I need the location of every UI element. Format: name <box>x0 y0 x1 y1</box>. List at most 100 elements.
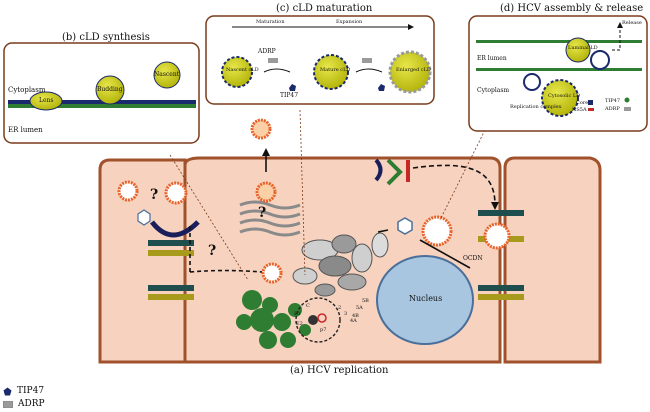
tip47-label: TIP47 <box>280 92 299 99</box>
replication-loop <box>295 297 341 343</box>
question-mark: ? <box>208 243 217 259</box>
protein-label: 5A <box>356 305 363 311</box>
expansion-label: Expansion <box>336 19 363 25</box>
panel-a-title: (a) HCV replication <box>290 365 389 376</box>
ocdn-label: OCDN <box>463 255 483 262</box>
protein-label: C <box>306 303 310 309</box>
panel-d-title: (d) HCV assembly & release <box>500 3 644 14</box>
luminal-ld-label: Luminal LD <box>568 45 598 51</box>
arrow-head-icon <box>262 148 270 156</box>
arrow-head-icon <box>617 22 623 28</box>
nascent-label: Nascent <box>154 71 180 78</box>
adrp-d-label: ADRP <box>605 106 620 112</box>
release-label: Release <box>622 20 642 26</box>
tight-junction <box>478 210 524 216</box>
panel-d-box <box>468 15 648 132</box>
legend-label: ADRP <box>18 399 45 409</box>
core-icon <box>588 100 593 105</box>
lens-label: Lens <box>39 97 54 104</box>
nucleus <box>376 255 474 345</box>
enlarged-cld-label: Enlarged cLD <box>396 67 431 73</box>
protein-label: 4A <box>350 318 357 324</box>
panel-connector <box>169 109 486 281</box>
virus-particles <box>117 118 511 284</box>
cytoplasm-d-label: Cytoplasm <box>477 87 510 94</box>
protein-label: E1 <box>294 311 301 317</box>
protein-label: 3 <box>344 311 348 317</box>
budding-droplet <box>95 75 125 105</box>
receptor-red <box>406 160 410 182</box>
release-arrow <box>612 26 621 51</box>
arrow-icon <box>355 68 383 73</box>
tip47-icon <box>624 97 630 103</box>
enlarged-cld <box>388 50 432 94</box>
er-stack <box>239 200 301 237</box>
pentagon-icon <box>3 387 12 395</box>
protein-label: 5B <box>362 298 369 304</box>
adrp-icon <box>362 58 372 63</box>
arrow-head-icon <box>491 202 499 210</box>
panel-b-title: (b) cLD synthesis <box>62 32 150 43</box>
tip47-d-label: TIP47 <box>605 98 621 104</box>
er-membrane <box>476 68 642 71</box>
mature-cld-label: Mature cLD <box>320 67 351 73</box>
pentagon-icon <box>378 84 385 91</box>
virion <box>523 73 541 91</box>
panel-c-title: (c) cLD maturation <box>276 3 373 14</box>
protein-label: E2 <box>296 321 303 327</box>
question-mark: ? <box>258 205 267 221</box>
viral-hexagon-icon <box>397 217 413 235</box>
nucleus-label: Nucleus <box>409 294 443 303</box>
protein-label: p7 <box>320 327 327 333</box>
membrane-line <box>8 104 196 108</box>
tight-junction <box>478 294 524 300</box>
core-label: Core <box>576 100 589 106</box>
virion <box>590 50 610 70</box>
cytoplasm-label: Cytoplasm <box>8 86 46 94</box>
nascent-droplet <box>153 61 181 89</box>
membranous-web <box>292 232 389 297</box>
viral-hexagon-icon <box>137 209 151 226</box>
er-membrane <box>476 40 642 43</box>
legend-tip47: TIP47 <box>3 386 44 396</box>
budding-label: Budding <box>97 86 123 93</box>
protein-label: 4B <box>352 313 359 319</box>
tight-junction <box>148 294 194 300</box>
cytosolic-ld <box>541 79 579 117</box>
nascent-cld <box>221 56 253 88</box>
right-cell <box>503 156 602 364</box>
rectangle-icon <box>3 400 13 408</box>
maturation-label: Maturation <box>256 19 285 25</box>
replication-complex-label: Replication complex <box>510 104 562 110</box>
pentagon-icon <box>289 84 296 91</box>
tight-junction <box>148 250 194 256</box>
arrow-icon <box>263 68 291 73</box>
adrp-icon <box>624 107 631 111</box>
receptor-blue <box>374 158 383 182</box>
er-cluster <box>236 290 311 349</box>
legend-label: TIP47 <box>17 386 45 396</box>
receptor-arc <box>150 220 200 238</box>
receptor-green <box>386 158 403 186</box>
replication-dot <box>317 313 327 323</box>
arrow-head-icon <box>408 24 414 30</box>
luminal-ld <box>565 37 591 63</box>
lens-droplet <box>29 91 63 111</box>
adrp-label: ADRP <box>258 48 276 55</box>
replication-dot <box>308 315 318 325</box>
legend-adrp: ADRP <box>3 399 45 409</box>
cytosolic-ld-label: Cytosolic LD <box>548 93 581 99</box>
mature-cld <box>313 54 349 90</box>
protein-label: 2 <box>338 305 342 311</box>
er-lumen-d-label: ER lumen <box>477 55 507 62</box>
tight-junction <box>148 285 194 291</box>
ns5a-icon <box>588 108 594 111</box>
adrp-icon <box>268 58 278 63</box>
question-mark: ? <box>150 187 159 203</box>
ns5a-label: NS5A <box>572 107 587 113</box>
er-lumen-label: ER lumen <box>8 126 43 134</box>
tight-junction <box>148 240 194 246</box>
nascent-cld-label: Nascent cLD <box>226 67 259 73</box>
